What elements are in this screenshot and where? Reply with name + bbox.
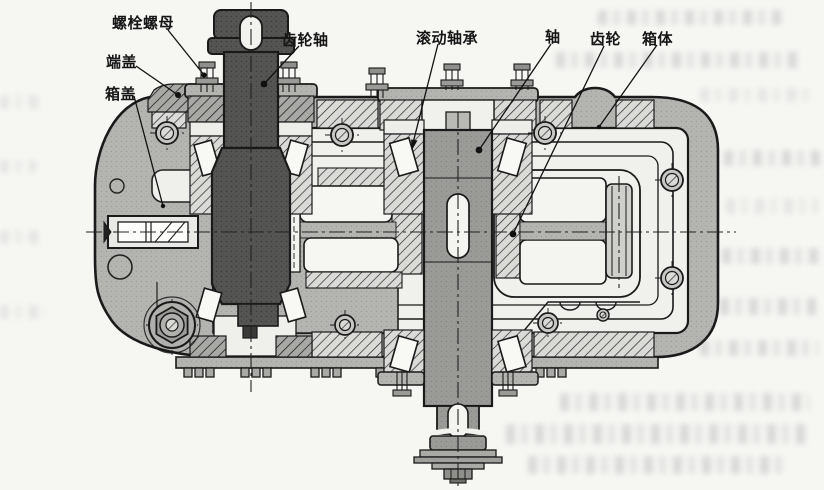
label-bolt-nut: 螺栓螺母: [112, 15, 175, 32]
page-bleed-through-text: [560, 393, 810, 411]
leader-gear-shaft: [260, 45, 300, 88]
page-bleed-through-text: [724, 150, 820, 166]
stud-bolt: [392, 372, 518, 397]
page-bleed-through-text: [0, 305, 46, 319]
page-bleed-through-text: [556, 52, 801, 68]
rolling-bearing-rollers: [195, 287, 307, 323]
leader-rolling-bearing: [411, 43, 439, 150]
label-end-cover: 端盖: [106, 54, 138, 71]
leader-gear: [509, 45, 605, 238]
gear-wheel: [493, 169, 641, 298]
leader-shaft: [475, 43, 552, 154]
page-bleed-through-text: [0, 95, 42, 109]
leader-box-cover: [133, 95, 166, 209]
centerlines: [86, 2, 736, 487]
label-shaft: 轴: [545, 29, 561, 46]
leader-box-body: [596, 44, 658, 130]
label-box-body: 箱体: [642, 31, 674, 48]
page-bleed-through-text: [726, 198, 818, 214]
leader-bolt-nut: [167, 29, 207, 78]
page-bleed-through-text: [0, 160, 36, 173]
page-bleed-through-text: [722, 248, 820, 264]
label-box-cover: 箱盖: [105, 86, 137, 103]
cover-bolts: [150, 116, 689, 340]
page-bleed-through-text: [700, 88, 812, 102]
rolling-bearing-rollers: [388, 334, 528, 374]
page-bleed-through-text: [0, 230, 42, 244]
leader-lines: [133, 29, 658, 238]
page-bleed-through-text: [598, 10, 783, 25]
page-bleed-through-text: [720, 298, 820, 315]
page-bleed-through-text: [700, 340, 818, 356]
stud-bolts-top: [195, 61, 534, 98]
page-bleed-through-text: [528, 456, 784, 474]
drain-plug-bolt: [143, 296, 201, 355]
page-bleed-through-text: [506, 424, 806, 444]
rolling-bearing-rollers: [388, 136, 528, 178]
label-gear: 齿轮: [590, 31, 622, 48]
label-gear-shaft: 齿轮轴: [282, 32, 329, 49]
label-rolling-bearing: 滚动轴承: [416, 30, 479, 47]
leader-end-cover: [135, 65, 181, 98]
